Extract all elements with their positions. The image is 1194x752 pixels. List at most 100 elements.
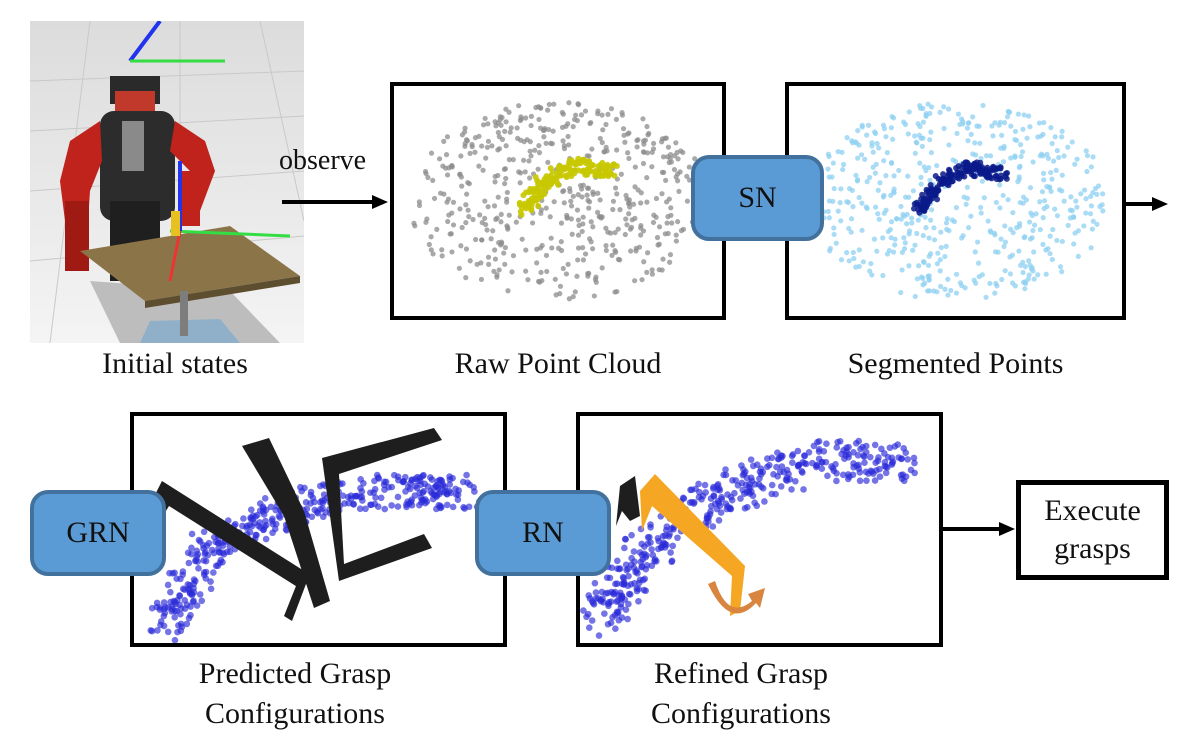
background-point [1099,202,1105,208]
background-point [1053,167,1059,173]
grasp-point [621,535,629,543]
raw-point [613,116,620,122]
refined-caption-line1: Refined Grasp [653,657,829,690]
gripper-3 [322,428,442,581]
raw-point [428,150,435,156]
background-point [855,155,861,161]
grasp-point [183,620,191,628]
background-point [993,199,999,206]
background-point [945,106,952,112]
grasp-point [876,473,884,480]
background-point [826,198,832,204]
background-point [889,160,895,166]
raw-point [632,164,638,170]
background-point [923,113,929,119]
raw-point [635,137,641,143]
raw-point [540,127,547,133]
raw-point [669,220,675,226]
raw-point [667,155,673,162]
grasp-point [308,513,316,521]
grasp-point [759,468,767,476]
grasp-point [911,459,918,467]
background-point [999,276,1005,283]
background-point [874,248,880,254]
raw-point [423,219,429,225]
raw-point [593,274,599,280]
raw-point [584,185,591,191]
background-point [999,132,1005,138]
raw-point [484,227,490,233]
raw-point [632,278,638,284]
raw-point [485,204,491,210]
grasp-point [247,514,254,521]
execute-grasps-box: Execute grasps [1016,480,1169,580]
raw-point [458,174,465,180]
raw-point [603,243,609,249]
grasp-point [319,505,326,512]
raw-point [572,289,578,295]
object-point [568,173,575,180]
raw-point [576,222,582,229]
raw-point [476,133,482,139]
raw-point [578,112,585,118]
raw-point [480,167,486,173]
grasp-point [588,617,596,624]
raw-point [649,271,655,277]
background-point [1002,239,1009,245]
raw-point [499,240,505,247]
raw-point [626,155,632,162]
rotate-arrow-icon [708,581,765,614]
grasp-point [647,524,654,531]
background-point [1040,170,1047,176]
grasp-point [439,482,446,490]
grasp-point [419,472,426,480]
grasp-point [226,548,234,556]
object-point [552,176,559,183]
grasp-point [744,503,751,511]
raw-point [568,198,574,204]
background-point [921,259,927,266]
raw-point [558,220,565,226]
grasp-point [871,477,879,484]
segmented-points-panel [785,82,1126,320]
background-point [1052,134,1058,140]
background-point [853,172,859,178]
raw-point [462,140,468,147]
background-point [987,280,993,287]
grasp-point [411,492,419,499]
background-point [1083,196,1089,202]
raw-point [462,125,468,131]
background-point [905,131,911,137]
raw-point [528,122,534,129]
refined-grasp-panel [576,412,943,647]
raw-point [684,173,690,179]
grasp-point [585,624,593,631]
raw-point [639,277,645,283]
raw-point [504,223,510,229]
grasp-point [187,603,194,610]
grasp-point [753,502,761,510]
background-point [917,160,923,166]
raw-point [659,139,665,145]
background-point [859,124,865,130]
background-point [1049,140,1055,147]
grasp-point [869,470,877,477]
background-point [987,153,994,159]
grasp-point [272,506,280,514]
raw-point [638,232,644,238]
grasp-point [891,443,899,450]
raw-point [638,200,644,206]
raw-point [538,269,544,275]
background-point [970,151,976,157]
raw-point [445,196,452,202]
grasp-point [662,526,670,534]
grasp-point [604,620,612,628]
grasp-point [351,492,359,500]
raw-point [545,159,551,165]
object-point [991,166,998,173]
raw-point [624,222,630,228]
object-point [535,203,542,210]
background-point [1012,154,1018,160]
background-point [997,205,1003,211]
object-point [554,171,561,178]
